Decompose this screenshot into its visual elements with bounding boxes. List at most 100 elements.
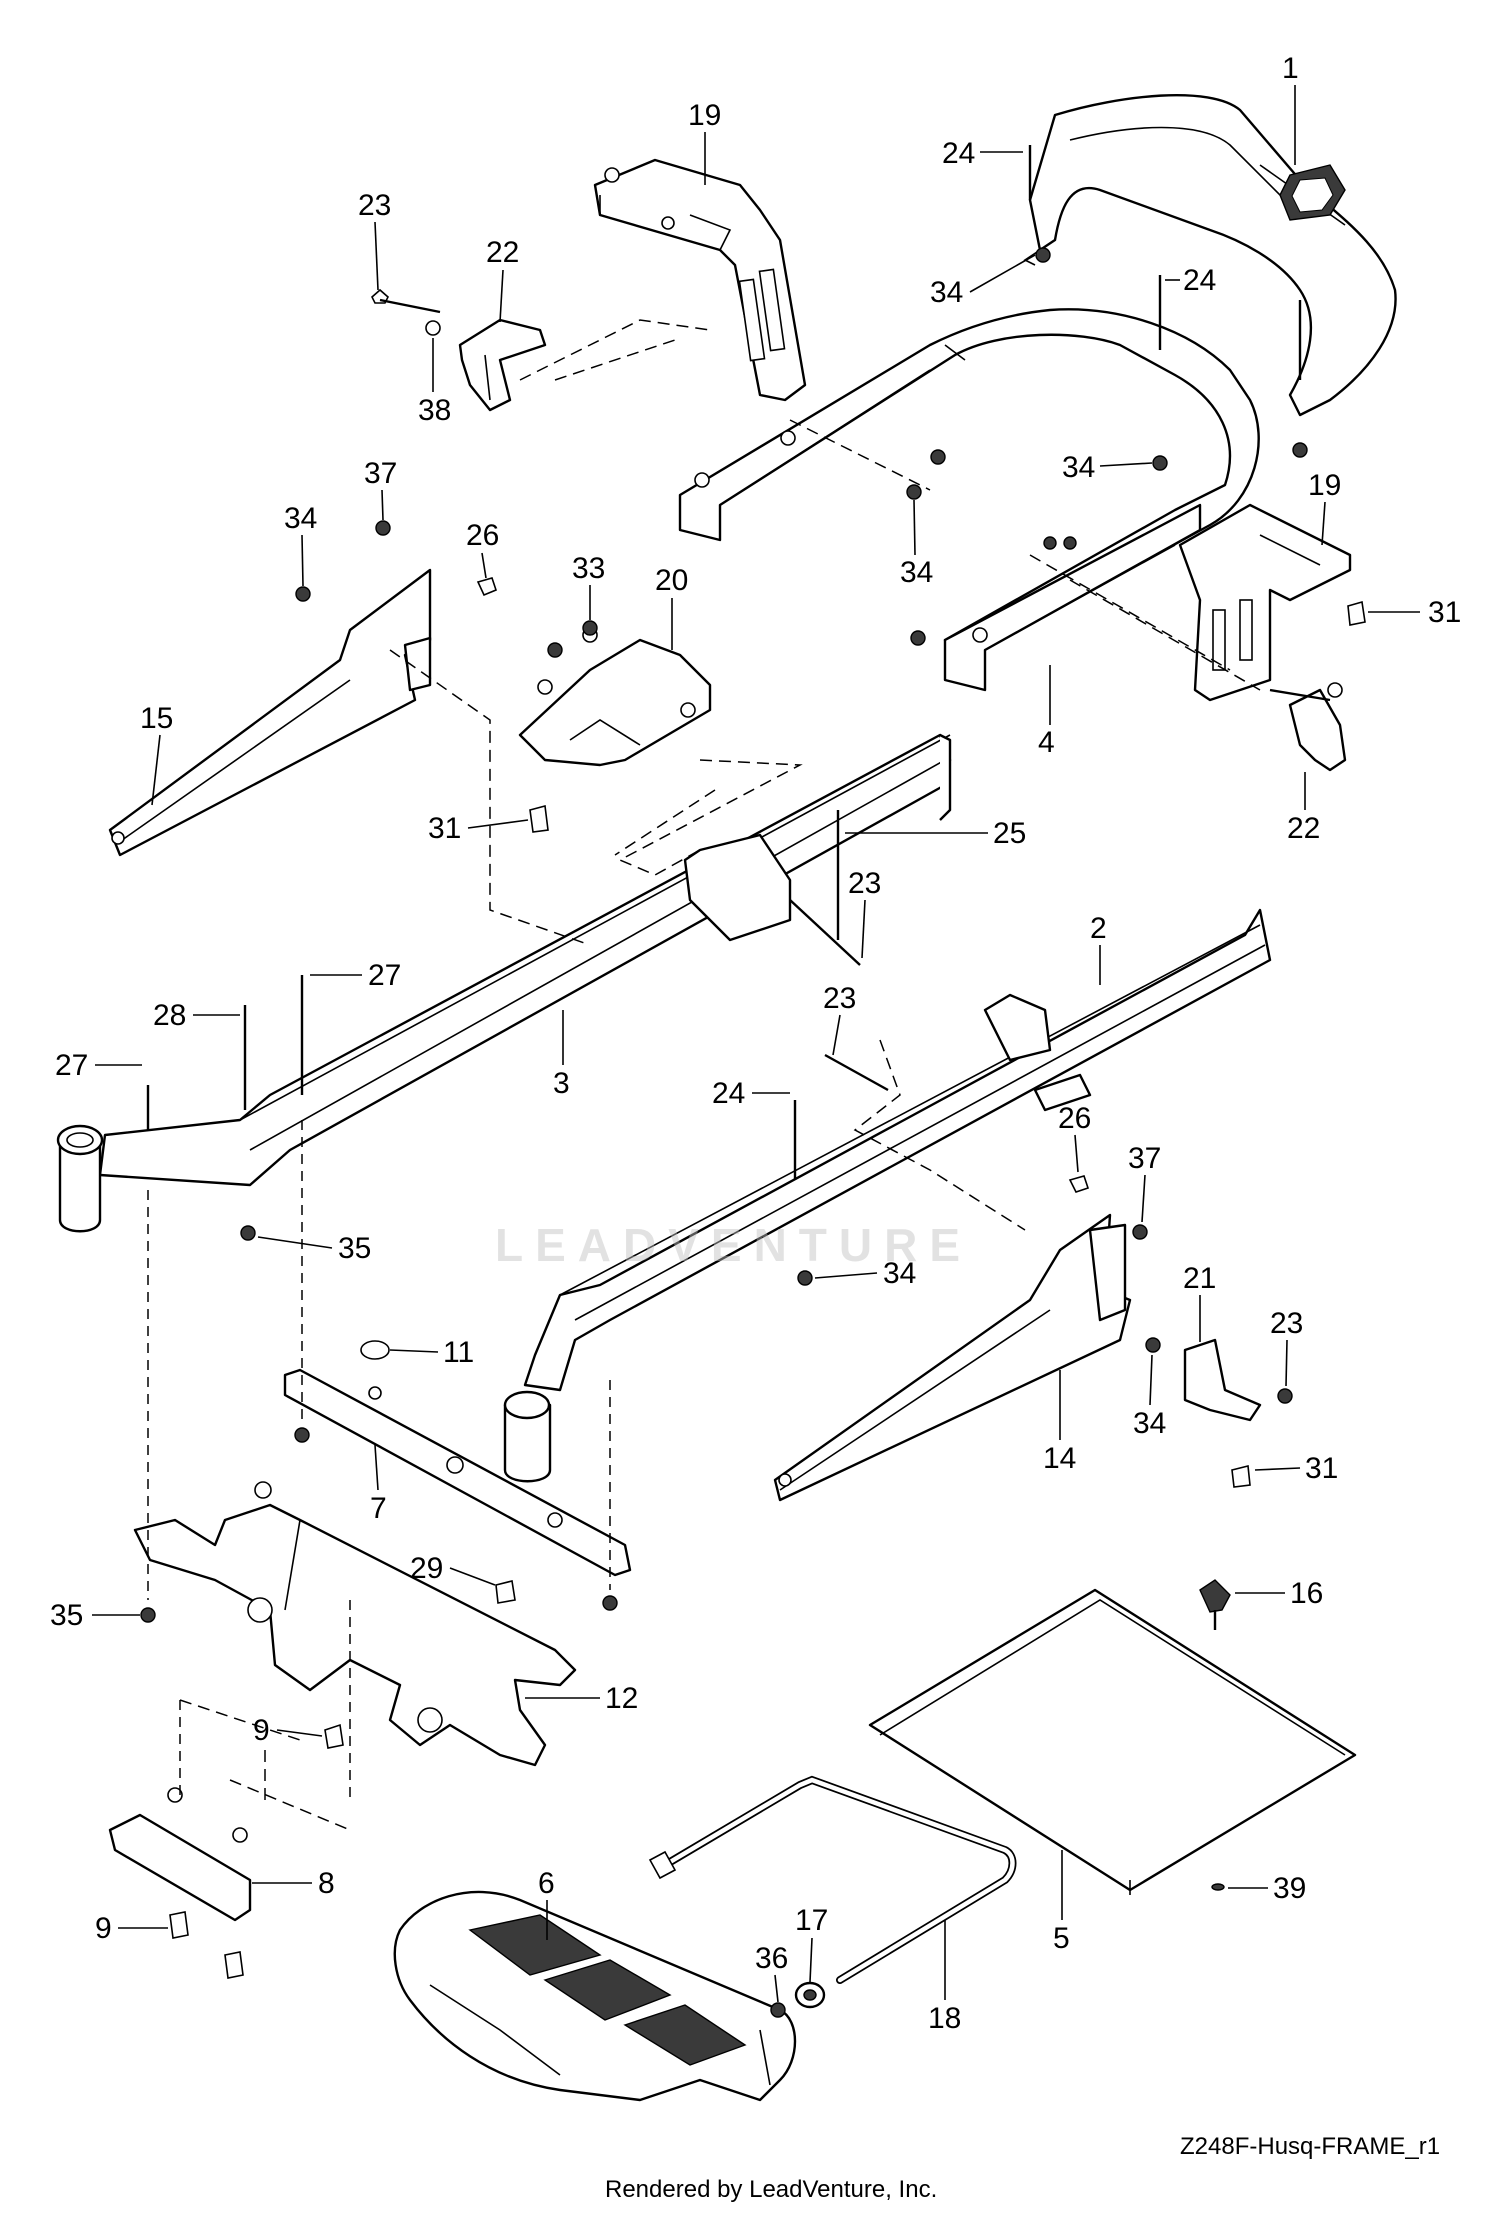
callout-34-lower-right[interactable]: 34 <box>1133 1354 1166 1440</box>
callout-37-right[interactable]: 37 <box>1128 1142 1161 1223</box>
svg-text:9: 9 <box>253 1714 270 1747</box>
callout-22-top[interactable]: 22 <box>486 236 519 323</box>
callout-34-frame[interactable]: 34 <box>1062 451 1153 484</box>
callout-3[interactable]: 3 <box>553 1010 570 1100</box>
callout-31-center[interactable]: 31 <box>428 812 529 845</box>
svg-text:23: 23 <box>358 189 391 222</box>
part-21-angle-bracket[interactable] <box>1183 1338 1262 1422</box>
callout-18[interactable]: 18 <box>928 1920 961 2035</box>
callout-11[interactable]: 11 <box>389 1336 474 1369</box>
callout-26-left[interactable]: 26 <box>466 519 499 579</box>
callout-24-hood[interactable]: 24 <box>942 137 1023 170</box>
callout-27-left[interactable]: 27 <box>55 1049 142 1082</box>
nut-7-left <box>294 1427 310 1443</box>
callout-24-frame[interactable]: 24 <box>1165 264 1216 297</box>
callout-16[interactable]: 16 <box>1235 1577 1323 1610</box>
callout-31-lower[interactable]: 31 <box>1254 1452 1338 1485</box>
render-credit: Rendered by LeadVenture, Inc. <box>605 2176 938 2203</box>
callout-21[interactable]: 21 <box>1183 1262 1216 1342</box>
part-22-upper-bracket[interactable] <box>458 318 547 412</box>
callout-34-hood[interactable]: 34 <box>930 254 1036 309</box>
part-4-rear-frame[interactable] <box>678 308 1260 692</box>
callout-39[interactable]: 39 <box>1228 1872 1306 1905</box>
callout-25[interactable]: 25 <box>845 817 1026 850</box>
callout-29[interactable]: 29 <box>410 1552 496 1586</box>
callout-9-lower[interactable]: 9 <box>95 1912 168 1945</box>
callout-23-lower[interactable]: 23 <box>823 982 856 1056</box>
svg-text:34: 34 <box>1133 1407 1166 1440</box>
callout-23-middle[interactable]: 23 <box>848 867 881 959</box>
svg-text:31: 31 <box>1305 1452 1338 1485</box>
callout-28[interactable]: 28 <box>153 999 240 1032</box>
svg-text:27: 27 <box>55 1049 88 1082</box>
part-11-plug[interactable] <box>360 1340 390 1360</box>
svg-text:34: 34 <box>930 276 963 309</box>
part-6-front-bumper[interactable] <box>393 1890 797 2102</box>
part-22-lower-bracket[interactable] <box>1288 688 1347 772</box>
callout-12[interactable]: 12 <box>525 1682 638 1715</box>
callout-36[interactable]: 36 <box>755 1942 788 2003</box>
nut-frame-f <box>1063 536 1077 550</box>
callout-4[interactable]: 4 <box>1038 665 1055 759</box>
part-7-cross-plate[interactable] <box>283 1368 632 1577</box>
watermark-text: LEADVENTURE <box>495 1219 973 1271</box>
bolt-31-right <box>1347 600 1366 626</box>
callout-33[interactable]: 33 <box>572 552 605 620</box>
callout-31-right[interactable]: 31 <box>1368 596 1461 629</box>
part-5-floor-pan[interactable] <box>868 1588 1357 1895</box>
svg-text:23: 23 <box>823 982 856 1015</box>
svg-text:4: 4 <box>1038 726 1055 759</box>
callout-34-left[interactable]: 34 <box>284 502 317 587</box>
nut-35-lower <box>140 1607 156 1623</box>
part-17-grommet[interactable] <box>794 1981 826 2009</box>
washer-38 <box>425 320 441 336</box>
callout-5[interactable]: 5 <box>1053 1850 1070 1955</box>
callout-35-upper[interactable]: 35 <box>257 1232 371 1265</box>
callout-9-upper[interactable]: 9 <box>253 1714 323 1747</box>
part-8-small-bracket[interactable] <box>108 1787 252 1922</box>
callout-37-left[interactable]: 37 <box>364 457 397 521</box>
callout-15[interactable]: 15 <box>140 702 173 806</box>
callout-24-lower[interactable]: 24 <box>712 1077 790 1110</box>
part-16-knob[interactable] <box>1199 1579 1231 1630</box>
svg-text:12: 12 <box>605 1682 638 1715</box>
callout-14[interactable]: 14 <box>1043 1370 1076 1475</box>
callout-35-lower[interactable]: 35 <box>50 1599 140 1632</box>
callout-7[interactable]: 7 <box>370 1444 387 1525</box>
part-14-right-support[interactable] <box>773 1213 1132 1502</box>
part-1-rear-cover[interactable] <box>1023 94 1397 417</box>
part-19-lower-bracket[interactable] <box>1178 503 1352 702</box>
callout-23-top[interactable]: 23 <box>358 189 391 291</box>
svg-text:20: 20 <box>655 564 688 597</box>
pivot-tube-left <box>56 1124 104 1233</box>
callout-38[interactable]: 38 <box>418 338 451 427</box>
callout-20[interactable]: 20 <box>655 564 688 650</box>
callout-19-top[interactable]: 19 <box>688 99 721 185</box>
part-18-rod[interactable] <box>648 1775 1017 1984</box>
svg-text:17: 17 <box>795 1904 828 1937</box>
callout-26-right[interactable]: 26 <box>1058 1102 1091 1173</box>
callout-23-bracket[interactable]: 23 <box>1270 1307 1303 1387</box>
bolt-9-lower <box>169 1911 189 1939</box>
part-3-left-frame-rail[interactable] <box>98 733 952 1187</box>
svg-text:22: 22 <box>486 236 519 269</box>
callout-34-right-rail[interactable]: 34 <box>814 1257 916 1290</box>
callout-2[interactable]: 2 <box>1090 912 1107 985</box>
bolt-31-center <box>529 804 549 833</box>
callout-6[interactable]: 6 <box>538 1867 555 1940</box>
callout-8[interactable]: 8 <box>252 1867 335 1900</box>
svg-text:37: 37 <box>1128 1142 1161 1175</box>
part-12-front-bracket[interactable] <box>133 1481 577 1767</box>
callout-34-center[interactable]: 34 <box>900 499 933 589</box>
callout-27-right[interactable]: 27 <box>310 959 401 992</box>
svg-text:34: 34 <box>1062 451 1095 484</box>
callout-22-right[interactable]: 22 <box>1287 772 1320 845</box>
callout-19-right[interactable]: 19 <box>1308 469 1341 546</box>
part-19-upper-bracket[interactable] <box>593 158 807 402</box>
callout-17[interactable]: 17 <box>795 1904 828 1983</box>
part-15-left-support[interactable] <box>108 568 432 857</box>
callout-1[interactable]: 1 <box>1282 52 1299 165</box>
part-2-right-frame-rail[interactable] <box>523 908 1272 1392</box>
svg-text:6: 6 <box>538 1867 555 1900</box>
